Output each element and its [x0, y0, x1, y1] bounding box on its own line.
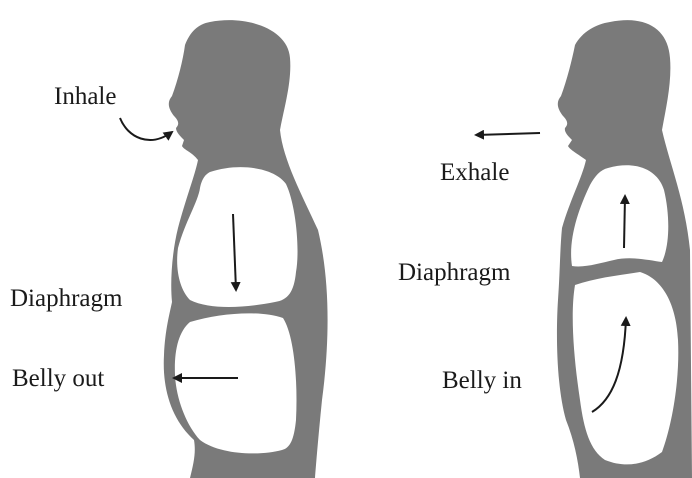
inhale-panel: Inhale Diaphragm Belly out — [10, 20, 328, 478]
inhale-breath-arrow — [120, 118, 172, 140]
exhale-breath-arrow — [476, 133, 540, 135]
exhale-belly-cavity — [573, 272, 679, 464]
inhale-diaphragm-label: Diaphragm — [10, 285, 123, 312]
exhale-diaphragm-label: Diaphragm — [398, 259, 511, 286]
belly-in-label: Belly in — [442, 367, 522, 394]
belly-out-label: Belly out — [12, 365, 104, 392]
exhale-panel: Exhale Diaphragm Belly in — [398, 20, 692, 478]
exhale-chest-arrow — [624, 196, 625, 248]
exhale-label: Exhale — [440, 159, 509, 186]
inhale-label: Inhale — [54, 83, 116, 110]
